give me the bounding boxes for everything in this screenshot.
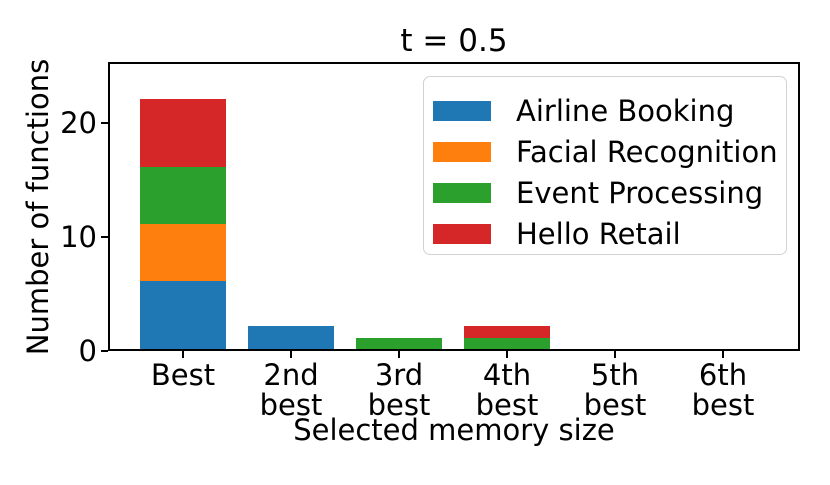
legend-row: Hello Retail — [433, 213, 786, 254]
bar-segment — [356, 337, 442, 349]
y-tick-label: 20 — [60, 106, 97, 141]
legend-swatch — [433, 100, 491, 121]
legend-swatch — [433, 141, 491, 162]
legend-label: Hello Retail — [516, 216, 681, 251]
x-tickmark — [182, 351, 184, 358]
x-tick-label: 4th best — [475, 358, 539, 422]
y-tick-label: 0 — [78, 334, 97, 368]
legend-row: Event Processing — [433, 172, 786, 213]
y-tickmark — [101, 350, 108, 352]
y-tickmark — [101, 236, 108, 239]
bar-segment — [140, 223, 226, 281]
x-tick-label: 5th best — [583, 358, 647, 422]
bar-segment — [464, 326, 550, 338]
legend-label: Event Processing — [516, 175, 764, 210]
legend-swatch — [433, 223, 491, 244]
x-tick-label: 2nd best — [259, 358, 323, 422]
x-tickmark — [614, 351, 616, 358]
legend-label: Facial Recognition — [516, 134, 778, 169]
bar-segment — [140, 166, 226, 224]
y-tick-label: 10 — [60, 220, 97, 255]
x-tick-label: Best — [150, 358, 216, 392]
y-tickmark — [101, 122, 108, 125]
legend-row: Airline Booking — [433, 90, 786, 131]
x-tick-label: 3rd best — [367, 358, 431, 422]
legend-swatch — [433, 182, 491, 203]
x-tickmark — [398, 351, 400, 358]
bar-segment — [140, 280, 226, 349]
bar-segment — [248, 326, 334, 349]
x-axis-label: Selected memory size — [293, 413, 615, 447]
x-tickmark — [722, 351, 724, 358]
x-tickmark — [290, 351, 292, 358]
chart-title: t = 0.5 — [400, 23, 508, 59]
x-tickmark — [506, 351, 508, 358]
x-tick-label: 6th best — [691, 358, 755, 422]
bar-segment — [464, 337, 550, 349]
legend-row: Facial Recognition — [433, 131, 786, 172]
legend-label: Airline Booking — [516, 93, 735, 128]
bar-segment — [140, 98, 226, 167]
